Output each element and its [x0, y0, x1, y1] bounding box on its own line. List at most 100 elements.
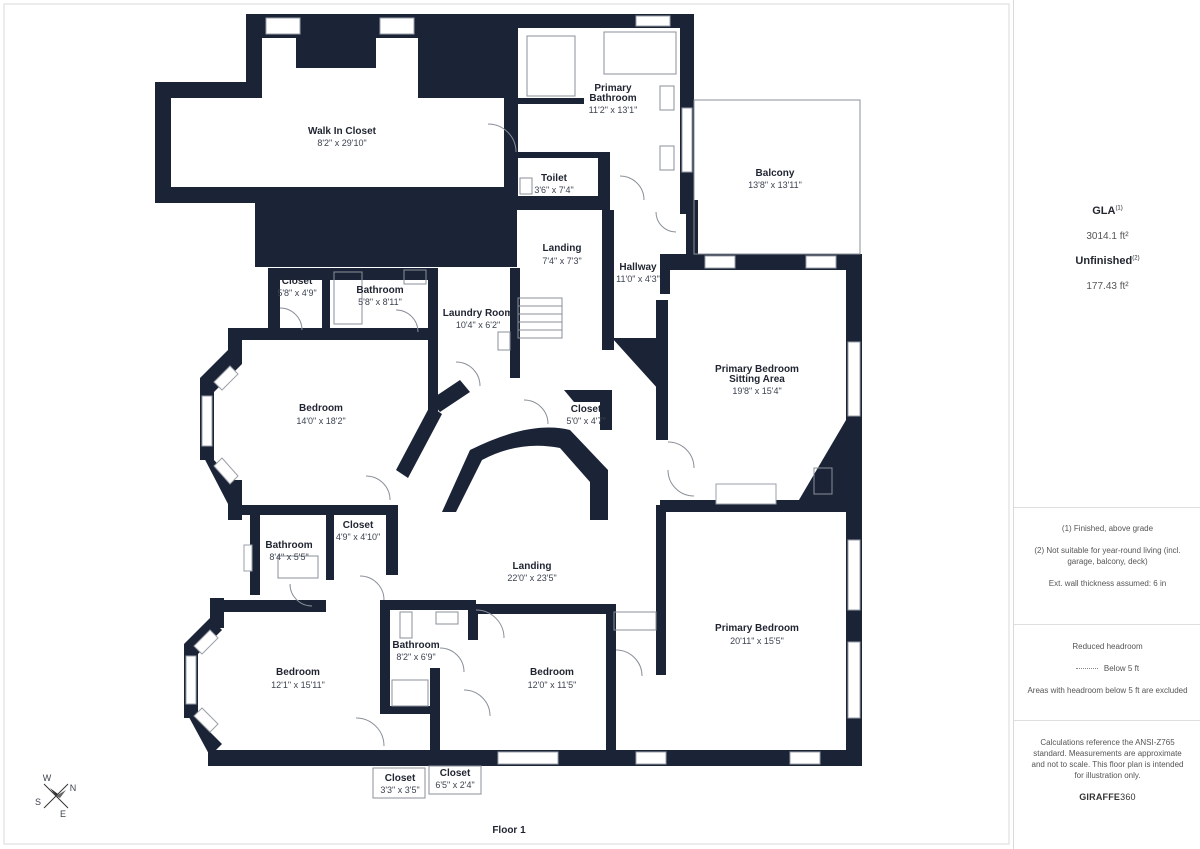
window	[213, 457, 239, 485]
brand-number: 360	[1120, 792, 1136, 802]
door-swing	[667, 441, 695, 469]
windows	[185, 15, 861, 765]
washer	[497, 331, 511, 351]
room-label: Walk In Closet	[308, 126, 377, 137]
headroom-note: Areas with headroom below 5 ft are exclu…	[1027, 686, 1188, 695]
door-swing	[523, 399, 549, 425]
window	[847, 641, 861, 719]
wall	[380, 706, 436, 714]
window	[193, 707, 219, 733]
door-swing	[355, 717, 385, 747]
shower	[333, 271, 363, 325]
room-label: Bathroom	[265, 540, 312, 551]
room-dimension: 13'8" x 13'11"	[748, 180, 802, 190]
door-swing	[365, 475, 391, 501]
stairs	[613, 611, 657, 631]
room-label-line2: Sitting Area	[729, 374, 785, 385]
room-dimension: 3'3" x 3'5"	[380, 785, 419, 795]
room-label: Bedroom	[299, 403, 343, 414]
door-swing	[487, 123, 517, 153]
window	[497, 751, 559, 765]
door-swing	[615, 649, 643, 677]
unfinished-sup: (2)	[1132, 255, 1140, 262]
door-swing	[475, 609, 505, 639]
room-label: Primary Bedroom	[715, 623, 799, 634]
wall	[428, 268, 438, 418]
window	[265, 17, 301, 35]
door-swing	[439, 647, 465, 673]
room-dimension: 3'6" x 7'4"	[534, 185, 573, 195]
floor-label: Floor 1	[492, 825, 526, 836]
door-swing	[619, 175, 645, 201]
wall	[155, 82, 171, 202]
wall	[268, 268, 280, 338]
window	[185, 655, 197, 705]
room-dimension: 12'0" x 11'5"	[528, 680, 577, 690]
wall	[606, 604, 616, 754]
room-label: Bedroom	[276, 667, 320, 678]
door-swing	[279, 307, 303, 331]
unfinished-section: Unfinished(2) 177.43 ft²	[1014, 255, 1200, 292]
compass-n: N	[70, 783, 77, 793]
room-dimension: 5'8" x 4'9"	[277, 288, 316, 298]
sink	[659, 145, 675, 171]
wall	[268, 268, 434, 280]
wall	[396, 406, 442, 478]
room-dimension: 19'8" x 15'4"	[732, 386, 781, 396]
wall	[602, 210, 614, 350]
brand-logo: GIRAFFE360	[1026, 792, 1189, 802]
room-dimension: 12'1" x 15'11"	[271, 680, 325, 690]
wall	[686, 200, 698, 270]
wall	[656, 505, 666, 675]
gla-sup: (1)	[1115, 205, 1123, 212]
room-label: Closet	[571, 404, 602, 415]
wall	[660, 254, 670, 294]
door-swing	[667, 469, 695, 497]
closet-outline	[428, 765, 482, 795]
toilet-fixture	[399, 611, 413, 639]
closet-outline	[372, 767, 426, 799]
headroom-legend: Below 5 ft	[1103, 664, 1140, 673]
note-finished: (1) Finished, above grade	[1061, 524, 1154, 533]
fixtures	[277, 31, 861, 799]
brand-name: GIRAFFE	[1079, 792, 1121, 802]
window	[379, 17, 415, 35]
wall	[296, 38, 376, 68]
plan-frame	[3, 3, 1010, 845]
room-dimension: 14'0" x 18'2"	[296, 416, 345, 426]
door-swing	[463, 689, 491, 717]
fireplace	[813, 467, 833, 495]
room-label: Bathroom	[356, 285, 403, 296]
dotted-line-icon	[1075, 668, 1098, 670]
wall	[184, 708, 222, 756]
room-label: Bathroom	[392, 640, 439, 651]
room-label: Hallway	[619, 262, 657, 273]
window	[847, 341, 861, 417]
room-label: Closet	[282, 276, 313, 287]
sink	[435, 611, 459, 625]
wall	[598, 152, 610, 210]
window	[201, 395, 213, 447]
room-label-line2: Bathroom	[589, 93, 636, 104]
bathtub	[277, 555, 319, 579]
stairs	[517, 297, 563, 339]
bathtub	[603, 31, 677, 75]
room-dimension: 22'0" x 23'5"	[507, 573, 556, 583]
room-dimension: 8'2" x 6'9"	[396, 652, 435, 662]
wall	[510, 268, 520, 378]
window	[243, 544, 253, 572]
wall	[418, 14, 516, 98]
door-swing	[359, 575, 385, 601]
room-labels: Walk In Closet 8'2" x 29'10" Primary Bat…	[265, 83, 801, 836]
room-dimension: 10'4" x 6'2"	[456, 320, 500, 330]
room-label: Laundry Room	[443, 308, 514, 319]
room-label: Primary Bedroom	[715, 364, 799, 375]
wall	[518, 196, 610, 210]
room-dimension: 5'8" x 8'11"	[358, 297, 402, 307]
room-dimension: 11'2" x 13'1"	[589, 105, 638, 115]
wall	[326, 512, 334, 580]
sink	[403, 269, 427, 285]
room-dimension: 5'0" x 4'7"	[566, 416, 605, 426]
wall	[380, 600, 390, 712]
calc-note: Calculations reference the ANSI-Z765 sta…	[1031, 738, 1184, 780]
